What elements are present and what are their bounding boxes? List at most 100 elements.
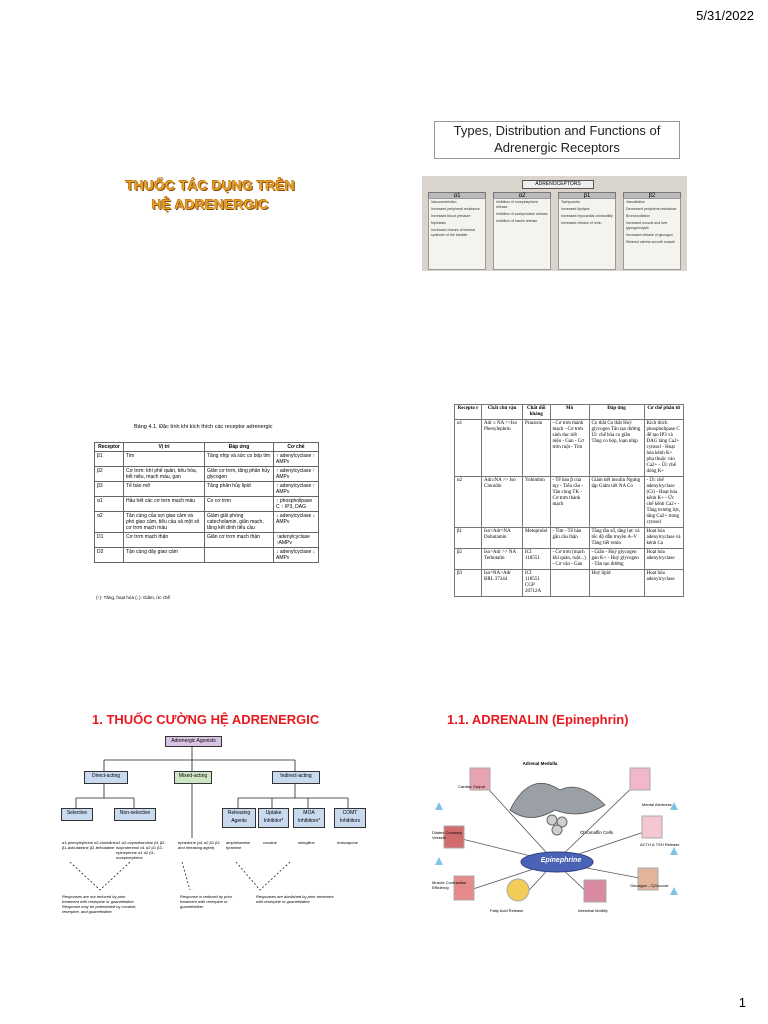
list-item: Increased muscle and liver glycogenolysi… bbox=[626, 221, 668, 230]
epinephrine-effects-diagram bbox=[435, 767, 678, 903]
node-comt-inhibitors: COMT Inhibitors bbox=[334, 808, 366, 828]
pituitary-icon bbox=[641, 815, 663, 839]
drugs-non-selective: α1 α2-oxymetazoline β1 β2-isoproterenol … bbox=[116, 840, 166, 860]
pancreas-icon bbox=[637, 867, 659, 891]
list-item: Inhibition of acetylcholine release bbox=[496, 212, 548, 216]
table-cell: Iso>Adr >> NA Terbutalin bbox=[481, 548, 523, 570]
drugs-mixed: ephedrine (α1 α2 β1 β2 and releasing age… bbox=[178, 840, 220, 850]
brain-icon bbox=[629, 767, 651, 791]
node-indirect-acting: Indirect-acting bbox=[272, 771, 320, 784]
receptor-alpha1-list: Vasoconstriction Increased peripheral re… bbox=[428, 198, 486, 270]
receptor-beta1-list: Tachycardia Increased lipolysis Increase… bbox=[558, 198, 616, 270]
note-mixed: Response is reduced by prior treatment w… bbox=[180, 894, 233, 909]
receptor-beta2-list: Vasodilation Decreased peripheral resist… bbox=[623, 198, 681, 270]
effect-intestinal-motility: Intestinal Motility bbox=[578, 908, 608, 913]
node-non-selective: Non-selective bbox=[114, 808, 156, 821]
table-cell: Huỷ lipid bbox=[588, 569, 645, 597]
drugs-comt: entacapone bbox=[337, 840, 358, 845]
slide3-caption: Bảng 4.1. Đặc tính khi kích thích các re… bbox=[134, 424, 273, 430]
list-item: Vasoconstriction bbox=[431, 200, 457, 204]
chromaffin-cells-label: Chromaffin Cells bbox=[580, 830, 614, 835]
slide1-title: THUỐC TÁC DỤNG TRÊN HỆ ADRENERGIC bbox=[100, 176, 320, 214]
drugs-uptake: cocaine bbox=[263, 840, 277, 845]
heart-lungs-icon bbox=[469, 767, 491, 791]
slide5-title: 1. THUỐC CƯỜNG HỆ ADRENERGIC bbox=[92, 712, 320, 727]
list-item: Tachycardia bbox=[561, 200, 580, 204]
slide1-title-line1: THUỐC TÁC DỤNG TRÊN bbox=[125, 177, 295, 193]
slide6-title: 1.1. ADRENALIN (Epinephrin) bbox=[447, 712, 629, 727]
fat-cells-icon bbox=[506, 878, 530, 902]
table-cell: Hoạt hóa adenylcyclase bbox=[643, 569, 684, 597]
list-item: Increased closure of internal sphincter … bbox=[431, 228, 475, 237]
slide2-title-line2: Adrenergic Receptors bbox=[494, 140, 620, 155]
table-cell: α2 bbox=[454, 476, 482, 528]
slide1-title-line2: HỆ ADRENERGIC bbox=[151, 196, 269, 212]
table-cell: Kích thích phospholipase C để tạo IP3 và… bbox=[643, 419, 684, 477]
list-item: Relaxed uterine smooth muscle bbox=[626, 240, 676, 244]
list-item: Decreased peripheral resistance bbox=[626, 207, 677, 211]
table-cell: - Tế bào β của tụy - Tiểu cầu - Tận cùng… bbox=[549, 476, 590, 528]
node-direct-acting: Direct-acting bbox=[84, 771, 128, 784]
adrenoceptor-diagram: ADRENOCEPTORS α1 α2 β1 β2 Vasoconstricti… bbox=[422, 176, 687, 271]
slide3-footnote: (↑): Tăng, hoạt hóa (↓): Giảm, ức chế bbox=[96, 595, 170, 600]
node-adrenergic-agonists: Adrenergic Agonists bbox=[165, 736, 222, 747]
node-mixed-acting: Mixed-acting bbox=[174, 771, 212, 784]
adrenal-medulla-label: Adrenal Medulla bbox=[522, 761, 558, 766]
adrenoceptor-header: ADRENOCEPTORS bbox=[522, 180, 594, 189]
list-item: Bronchodilation bbox=[626, 214, 651, 218]
page-number: 1 bbox=[738, 995, 746, 1010]
table-cell: Giảm tiết insulin Ngưng tập Giảm tiết NA… bbox=[588, 476, 645, 528]
page-date: 5/31/2022 bbox=[696, 8, 754, 23]
drugs-selective: α1-phenylephrine α2-clonidine β1-dobutam… bbox=[62, 840, 116, 850]
receptor-alpha2-list: Inhibition of norepinephrine release Inh… bbox=[493, 198, 551, 270]
table-cell: - Ức chế adenylcyclase (Gi) - Hoạt hóa k… bbox=[643, 476, 684, 528]
table-cell: ICI 118551 CGP 20712A bbox=[522, 569, 551, 597]
epinephrine-label: Epinephrine bbox=[540, 857, 582, 864]
list-item: Inhibition of norepinephrine release bbox=[496, 200, 539, 209]
effect-glucagon: Glucagon→ↅGlucose bbox=[630, 883, 669, 888]
effect-muscle-contraction: Muscle Contraction Efficiency bbox=[432, 880, 467, 890]
list-item: Increased peripheral resistance bbox=[431, 207, 480, 211]
drugs-moa: selegiline bbox=[298, 840, 315, 845]
table-cell: Hoạt hóa adenylcyclase và kênh Ca bbox=[643, 527, 684, 549]
effect-coronary-vessels: Dilates Coronary Vessels bbox=[432, 830, 462, 840]
table-cell: Co thắt Co thắt Huỷ glycogen Tân tạo đườ… bbox=[588, 419, 645, 477]
effect-mental-alertness: Mental Alertness bbox=[642, 802, 672, 807]
table-cell: Adr ≥ NA >>Iso Phenylephrin bbox=[481, 419, 523, 477]
table-cell: ↓ adenylcyclase ↓ AMPv bbox=[273, 547, 319, 563]
node-selective: Selective bbox=[61, 808, 93, 821]
node-moa-inhibitors: MOA Inhibitors* bbox=[293, 808, 325, 828]
table-cell: - Cơ trơn thành mạch - Cơ trơn sinh dục … bbox=[549, 419, 590, 477]
list-item: Vasodilation bbox=[626, 200, 645, 204]
note-direct: Responses are not reduced by prior treat… bbox=[62, 894, 137, 914]
slide2-title-line1: Types, Distribution and Functions of bbox=[453, 123, 661, 138]
list-item: Increased release of renin bbox=[561, 221, 602, 225]
effect-cardiac-output: Cardiac Output bbox=[458, 784, 485, 789]
effect-fatty-acid-release: Fatty Acid Release bbox=[490, 908, 524, 913]
effect-acth-tsh: ACTH & TSH Release bbox=[640, 842, 680, 847]
epinephrine-hub-icon bbox=[520, 851, 594, 873]
coronary-vessel-icon bbox=[443, 825, 465, 849]
table-cell: Adr≥NA >> Iso Clonidin bbox=[481, 476, 523, 528]
list-item: Increased blood pressure bbox=[431, 214, 471, 218]
slide2-title-box: Types, Distribution and Functions of Adr… bbox=[434, 121, 680, 159]
table-cell: Yohimbin bbox=[522, 476, 551, 528]
muscle-icon bbox=[453, 875, 475, 901]
note-indirect: Responses are abolished by prior treatme… bbox=[256, 894, 334, 904]
table-header-row: Recepto r Chất chủ vận Chất đối kháng Mô… bbox=[454, 404, 684, 420]
list-item: Increased lipolysis bbox=[561, 207, 590, 211]
drugs-releasing: amphetamine tyramine bbox=[226, 840, 251, 850]
list-item: Increased release of glucagon bbox=[626, 233, 673, 237]
list-item: Mydriasis bbox=[431, 221, 446, 225]
